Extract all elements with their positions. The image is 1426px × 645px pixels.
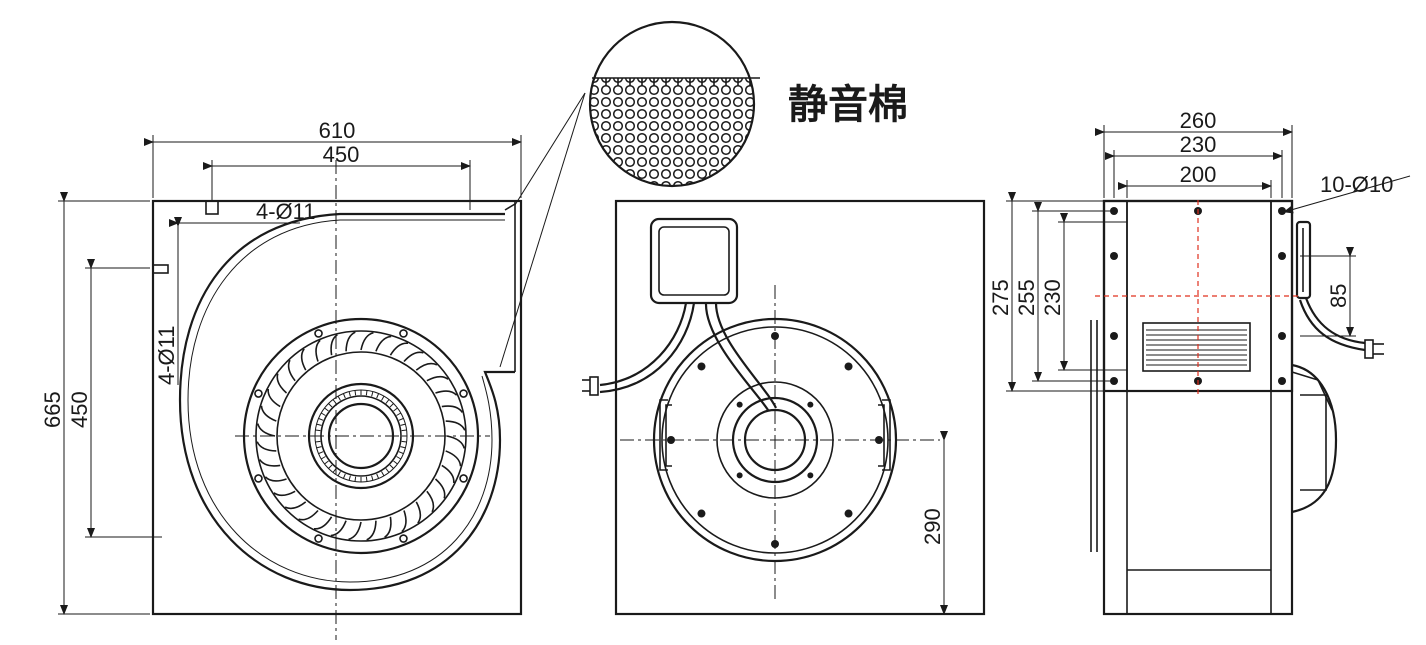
dim-side-offset-85: 85	[1326, 284, 1351, 308]
dim-side-height-230: 230	[1040, 279, 1065, 316]
label-sound-insulation: 静音棉	[788, 82, 908, 128]
label-holes-side: 4-Ø11	[154, 325, 179, 385]
dim-back-height-290: 290	[920, 508, 945, 545]
vent-grille	[1142, 322, 1251, 372]
front-housing-outline	[151, 199, 523, 616]
insulation-inset: 静音棉	[588, 20, 908, 188]
back-view: 290	[582, 199, 986, 616]
side-view: 260 230 200 10-Ø10 275 255 230 85	[988, 108, 1411, 616]
dim-side-width-200: 200	[1180, 162, 1217, 187]
front-view: 610 450 4-Ø11 4-Ø11 665 450	[40, 92, 586, 640]
dim-side-height-275: 275	[988, 279, 1013, 316]
front-flange-bolts	[254, 329, 468, 543]
dim-side-width-230: 230	[1180, 132, 1217, 157]
dim-front-width-610: 610	[319, 118, 356, 143]
junction-box	[649, 217, 739, 305]
dim-side-height-255: 255	[1014, 279, 1039, 316]
dim-front-height-665: 665	[40, 391, 65, 428]
label-holes-top: 4-Ø11	[256, 199, 316, 224]
label-side-holes: 10-Ø10	[1320, 172, 1393, 197]
back-housing-outline	[614, 199, 986, 616]
impeller-blades	[256, 331, 466, 541]
volute-scroll	[178, 212, 515, 592]
dim-front-height-450: 450	[67, 391, 92, 428]
back-plate-bolts	[667, 332, 883, 548]
side-housing-outline	[1102, 199, 1294, 616]
dim-front-width-450: 450	[323, 142, 360, 167]
dim-side-width-260: 260	[1180, 108, 1217, 133]
